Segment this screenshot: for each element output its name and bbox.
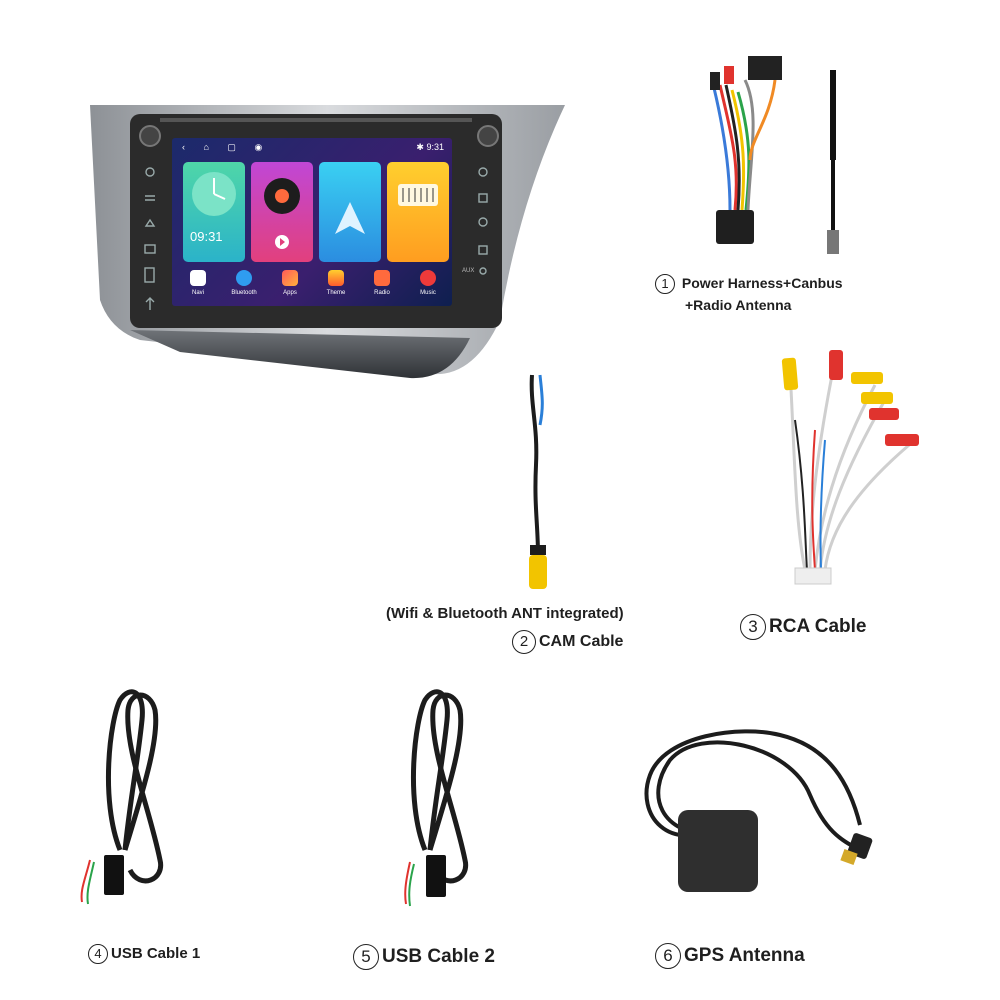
- clock-time: 09:31: [190, 229, 223, 244]
- app-dock: Navi Bluetooth Apps Theme Radio Music: [172, 268, 452, 306]
- radio-icon: [374, 270, 390, 286]
- dock-item-theme[interactable]: Theme: [316, 270, 356, 296]
- analog-clock-icon: [192, 172, 236, 216]
- usb-cable-1-image: [80, 689, 164, 905]
- bluetooth-icon: ✱: [416, 142, 424, 152]
- clock-widget[interactable]: [183, 162, 245, 262]
- rca-cable-image: [781, 350, 919, 585]
- nav-icons: ‹ ⌂ ▢ ◉: [182, 142, 271, 152]
- apps-icon: [282, 270, 298, 286]
- dock-item-navi[interactable]: Navi: [178, 270, 218, 296]
- navigation-widget[interactable]: [319, 162, 381, 262]
- navigation-arrow-icon: [335, 202, 365, 234]
- navi-icon: [190, 270, 206, 286]
- dock-item-radio[interactable]: Radio: [362, 270, 402, 296]
- radio-dial-icon: [398, 184, 438, 206]
- cam-cable-image: [529, 374, 547, 589]
- dock-item-bluetooth[interactable]: Bluetooth: [224, 270, 264, 296]
- bluetooth-app-icon: [236, 270, 252, 286]
- music-icon: [420, 270, 436, 286]
- dock-item-music[interactable]: Music: [408, 270, 448, 296]
- dock-item-apps[interactable]: Apps: [270, 270, 310, 296]
- power-harness-image: [710, 56, 839, 254]
- head-unit: ‹ ⌂ ▢ ◉ ✱ 9:31 09: [0, 0, 600, 400]
- music-widget[interactable]: [251, 162, 313, 262]
- label-cam-note: (Wifi & Bluetooth ANT integrated): [386, 605, 624, 622]
- head-unit-screen: ‹ ⌂ ▢ ◉ ✱ 9:31 09: [172, 138, 452, 306]
- theme-icon: [328, 270, 344, 286]
- status-time: 9:31: [426, 142, 444, 152]
- aux-label: AUX: [462, 268, 475, 274]
- status-bar: ‹ ⌂ ▢ ◉ ✱ 9:31: [172, 138, 452, 158]
- label-power-harness: 1 Power Harness+Canbus +Radio Antenna: [655, 272, 843, 316]
- radio-widget[interactable]: [387, 162, 449, 262]
- gps-antenna-image: [644, 729, 873, 892]
- vinyl-record-icon: [264, 178, 300, 249]
- usb-cable-2-image: [404, 689, 469, 907]
